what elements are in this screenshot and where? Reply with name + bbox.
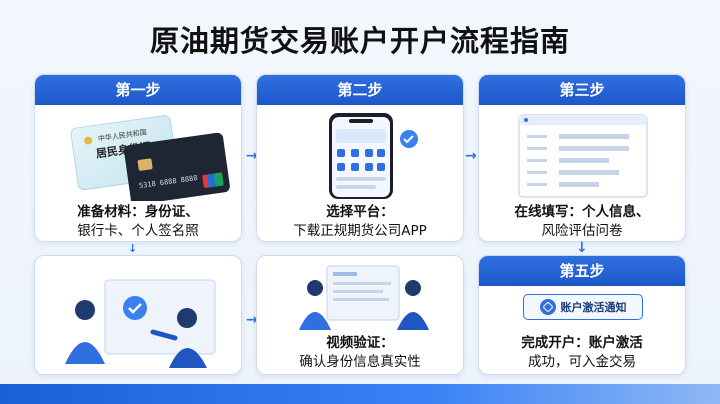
step-4-title: 视频验证： <box>326 335 394 351</box>
step-2-card: 第二步 选择平台： 下载正规期货公司APP <box>256 74 464 242</box>
video-meeting-illustration <box>65 279 216 368</box>
step-5-desc: 成功，可入金交易 <box>528 354 636 370</box>
step-5-title: 完成开户：账户激活 <box>521 335 643 351</box>
step-2-title: 选择平台： <box>326 204 394 220</box>
page-title: 原油期货交易账户开户流程指南 <box>149 24 570 58</box>
step-4-desc: 确认身份信息真实性 <box>299 354 421 370</box>
arrow-2-to-3: → <box>465 148 477 164</box>
step-5-header: 第五步 <box>479 256 685 286</box>
activation-notice-badge: 账户激活通知 <box>523 294 643 320</box>
step-1-title: 准备材料：身份证、 <box>77 204 199 220</box>
step-4-illustration-card <box>34 255 242 375</box>
id-and-bank-card-illustration: 中华人民共和国 居民身份证 5318 6888 8888 <box>70 115 230 201</box>
online-form-illustration <box>518 114 648 198</box>
step-3-desc: 风险评估问卷 <box>541 223 623 239</box>
step-4-card: 视频验证： 确认身份信息真实性 <box>256 255 464 375</box>
step-3-title: 在线填写：个人信息、 <box>514 204 650 220</box>
arrow-4-to-video: → <box>246 312 258 328</box>
bottom-accent-bar <box>0 384 720 404</box>
step-2-text: 选择平台： 下载正规期货公司APP <box>257 203 463 241</box>
arrow-3-to-5: ↓ <box>576 240 588 256</box>
discussion-illustration <box>299 265 429 330</box>
step-2-desc: 下载正规期货公司APP <box>293 223 427 239</box>
check-circle-icon <box>123 296 147 320</box>
layers-icon <box>539 299 556 315</box>
step-5-card: 第五步 账户激活通知 完成开户：账户激活 成功，可入金交易 <box>478 255 686 375</box>
step-2-header: 第二步 <box>257 75 463 105</box>
step-5-text: 完成开户：账户激活 成功，可入金交易 <box>479 334 685 372</box>
step-1-card: 第一步 中华人民共和国 居民身份证 5318 6888 8888 准备材料：身份… <box>34 74 242 242</box>
step-1-text: 准备材料：身份证、 银行卡、个人签名照 <box>35 203 241 241</box>
step-3-header: 第三步 <box>479 75 685 105</box>
step-1-header: 第一步 <box>35 75 241 105</box>
phone-app-illustration <box>329 113 418 199</box>
step-4-text: 视频验证： 确认身份信息真实性 <box>257 334 463 372</box>
step-3-text: 在线填写：个人信息、 风险评估问卷 <box>479 203 685 241</box>
arrow-1-to-2: → <box>246 148 258 164</box>
activation-notice-label: 账户激活通知 <box>560 301 627 314</box>
arrow-down-1: ↓ <box>128 242 138 255</box>
step-1-desc: 银行卡、个人签名照 <box>77 223 199 239</box>
step-3-card: 第三步 在线填写：个人信息、 风险评估问卷 <box>478 74 686 242</box>
